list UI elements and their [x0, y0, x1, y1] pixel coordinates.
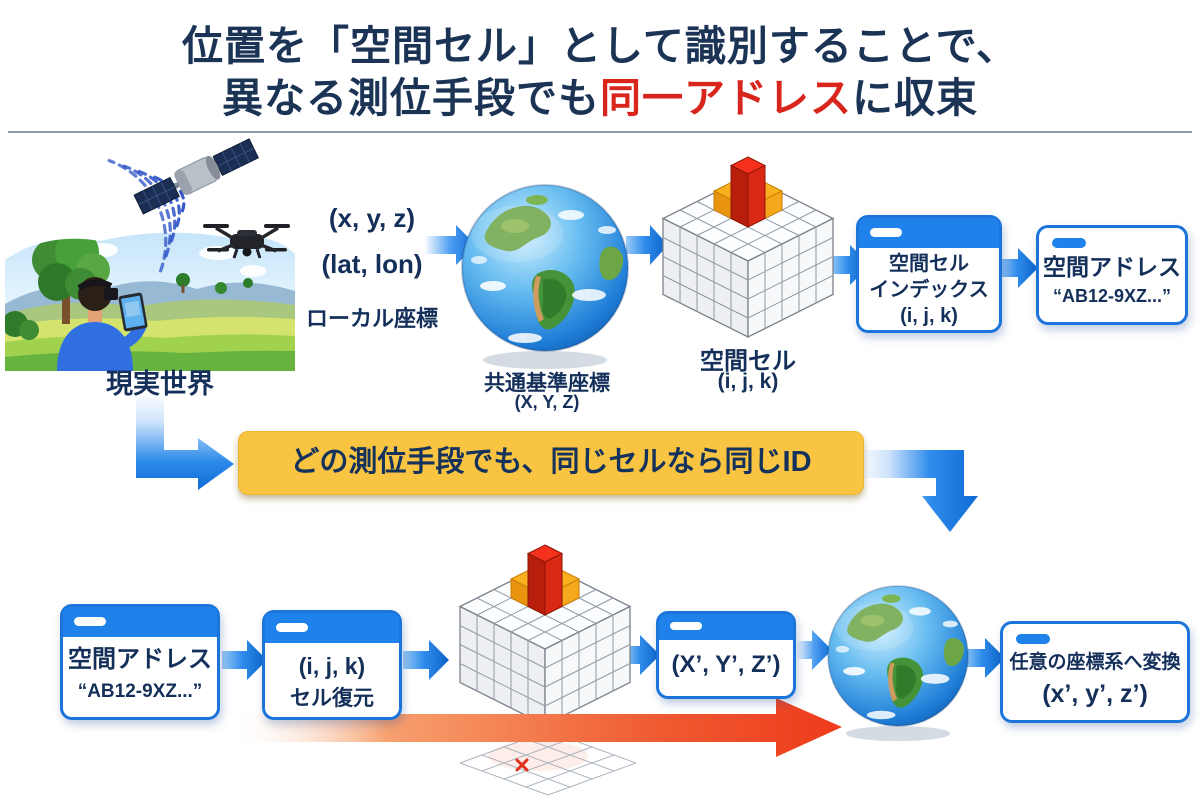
card-header [859, 218, 999, 248]
cell-restore-card: (i, j, k) セル復元 [262, 610, 402, 720]
card-header [265, 613, 399, 643]
title-line2-post: に収束 [852, 75, 978, 121]
tag-dash-icon [670, 622, 702, 630]
flow-arrow-address-to-ijk [222, 640, 267, 680]
tag-dash-icon [1016, 634, 1050, 644]
globe-common-coords [462, 185, 628, 369]
tag-dash-icon [1052, 238, 1086, 248]
scene-label: 現実世界 [106, 369, 214, 399]
convert-card: 任意の座標系へ変換 (x’, y’, z’) [1000, 621, 1190, 723]
divider [8, 131, 1192, 133]
index-card-line2: インデックス [869, 279, 989, 301]
index-card-line3: (i, j, k) [900, 305, 958, 327]
convert-card-line2: (x’, y’, z’) [1042, 680, 1148, 708]
card-header [63, 607, 217, 637]
tag-dash-icon [276, 623, 308, 632]
elbow-arrow-left [136, 392, 234, 490]
flow-arrow-ijk-to-cube [403, 640, 449, 680]
vr-headset-icon [77, 279, 113, 291]
drone-icon [203, 224, 290, 259]
globe-sublabel: (X, Y, Z) [514, 392, 580, 412]
spatial-cell-index-card: 空間セル インデックス (i, j, k) [856, 215, 1002, 333]
elbow-arrow-right [858, 450, 978, 532]
red-arrow [236, 698, 842, 757]
converted-coords-card: (X’, Y’, Z’) [656, 611, 796, 699]
voxel-cube-top [662, 156, 834, 338]
ijk-card-line2: セル復元 [290, 687, 374, 710]
card-header [659, 614, 793, 640]
flow-arrow-globe-to-convert [963, 638, 1005, 678]
title-line-2: 異なる測位手段でも同一アドレスに収束 [0, 64, 1200, 124]
title-line2-highlight: 同一アドレス [600, 75, 852, 121]
x-marker-icon [515, 758, 529, 772]
flow-arrow-xyz-to-globe [796, 630, 832, 670]
cube-label: 空間セル [700, 348, 796, 375]
ijk-card-line1: (i, j, k) [298, 653, 366, 679]
convert-card-line1: 任意の座標系へ変換 [1009, 652, 1181, 673]
spatial-address-card-top: 空間アドレス “AB12-9XZ...” [1036, 225, 1188, 325]
voxel-cube-bottom [459, 544, 631, 726]
xyz-card-text: (X’, Y’, Z’) [671, 651, 781, 678]
cube-sublabel: (i, j, k) [717, 370, 779, 393]
flow-arrow-index-to-address [1000, 248, 1038, 288]
address-card-title: 空間アドレス [1043, 254, 1181, 280]
title-line2-pre: 異なる測位手段でも [222, 75, 600, 121]
tag-dash-icon [870, 228, 902, 237]
flow-arrow-cube-to-xyz [624, 635, 660, 675]
banner: どの測位手段でも、同じセルなら同じID [238, 431, 864, 495]
title-line-1: 位置を「空間セル」として識別することで、 [182, 23, 1018, 69]
flow-arrow-globe-to-cube [626, 225, 668, 265]
address-card-value: “AB12-9XZ...” [1052, 286, 1172, 306]
landscape [5, 232, 295, 371]
person-figure [57, 277, 148, 371]
index-card-line1: 空間セル [889, 253, 969, 275]
spatial-address-card-bottom: 空間アドレス “AB12-9XZ...” [60, 604, 220, 720]
globe-output [828, 586, 968, 741]
satellite-icon [133, 138, 260, 215]
tablet-icon [118, 292, 148, 332]
tag-dash-icon [74, 617, 106, 626]
address-card-value: “AB12-9XZ...” [77, 681, 203, 702]
globe-label: 共通基準座標 [484, 372, 610, 395]
coord-latlon-label: (lat, lon) [321, 249, 423, 279]
ground-grid [459, 730, 637, 796]
scene-illustration [5, 138, 295, 371]
address-card-title: 空間アドレス [68, 646, 212, 673]
coord-local-label: ローカル座標 [305, 306, 438, 331]
coord-xyz-label: (x, y, z) [328, 203, 416, 233]
